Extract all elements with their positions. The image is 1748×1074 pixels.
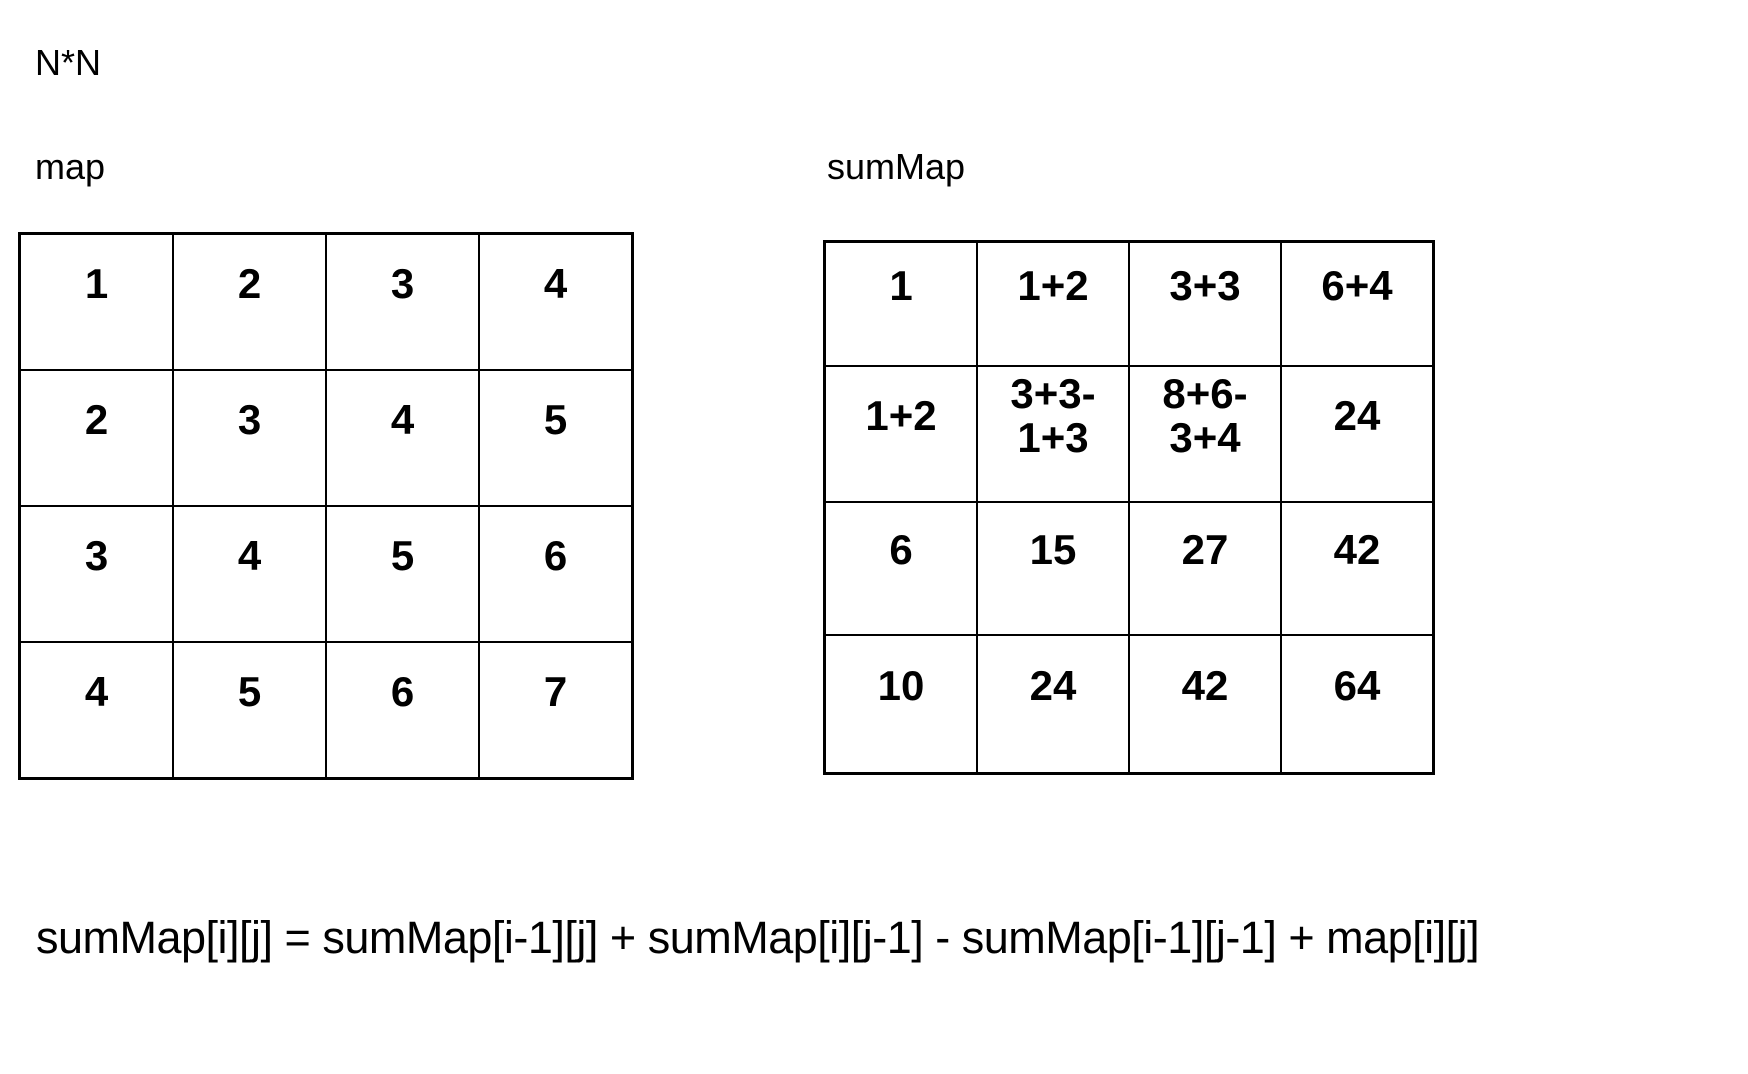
table-cell: 3+3: [1128, 240, 1282, 367]
table-cell: 15: [976, 501, 1130, 636]
table-cell: 1: [823, 240, 978, 367]
table-cell: 2: [172, 232, 327, 371]
table-cell: 5: [478, 369, 634, 507]
summap-table-label: sumMap: [827, 146, 966, 187]
table-cell: 64: [1280, 634, 1435, 775]
table-cell: 3: [172, 369, 327, 507]
table-cell: 8+6- 3+4: [1128, 365, 1282, 503]
table-cell: 5: [172, 641, 327, 780]
table-cell: 3: [18, 505, 174, 643]
table-cell: 5: [325, 505, 480, 643]
table-cell: 3: [325, 232, 480, 371]
table-cell: 1+2: [823, 365, 978, 503]
table-cell: 3+3- 1+3: [976, 365, 1130, 503]
table-cell: 42: [1280, 501, 1435, 636]
table-cell: 42: [1128, 634, 1282, 775]
table-cell: 4: [172, 505, 327, 643]
table-cell: 6: [823, 501, 978, 636]
table-cell: 4: [325, 369, 480, 507]
table-cell: 24: [1280, 365, 1435, 503]
table-cell: 2: [18, 369, 174, 507]
table-cell: 6: [478, 505, 634, 643]
table-cell: 24: [976, 634, 1130, 775]
map-table-label: map: [35, 146, 106, 187]
matrix-size-annotation: N*N: [35, 42, 102, 83]
table-cell: 10: [823, 634, 978, 775]
table-cell: 27: [1128, 501, 1282, 636]
table-cell: 6: [325, 641, 480, 780]
table-cell: 1: [18, 232, 174, 371]
table-cell: 4: [18, 641, 174, 780]
table-cell: 6+4: [1280, 240, 1435, 367]
table-cell: 4: [478, 232, 634, 371]
prefix-sum-recurrence-formula: sumMap[i][j] = sumMap[i-1][j] + sumMap[i…: [36, 912, 1480, 963]
table-cell: 7: [478, 641, 634, 780]
table-cell: 1+2: [976, 240, 1130, 367]
